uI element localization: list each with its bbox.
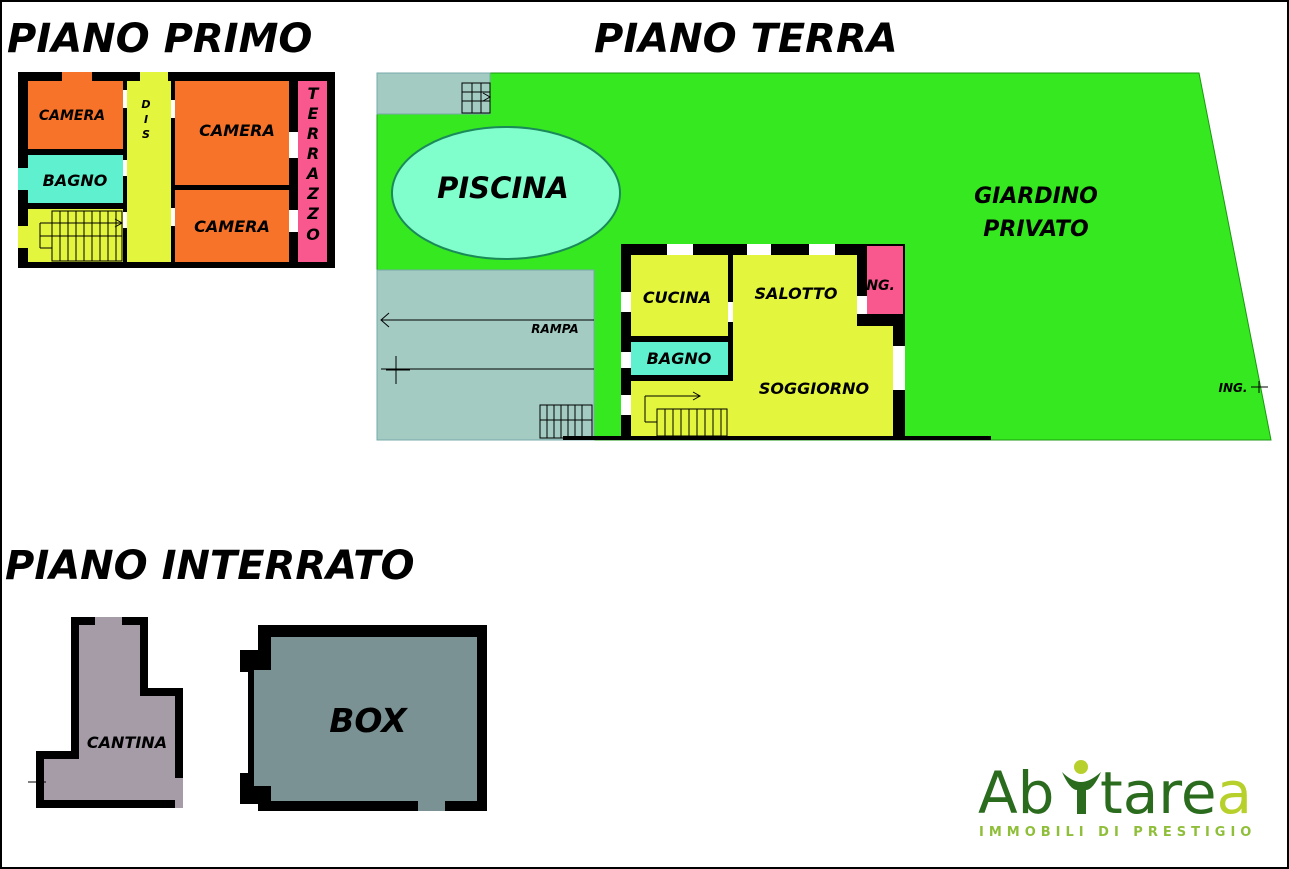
terra-rampa-stairs-icon: [539, 404, 593, 439]
svg-text:Z: Z: [306, 204, 319, 223]
interrato-cantina-window: [95, 617, 122, 625]
svg-text:A: A: [305, 164, 319, 183]
terra-small-stairs-icon: [461, 82, 492, 114]
svg-text:Z: Z: [306, 184, 319, 203]
terra-ing-inner: [867, 246, 903, 314]
terra-ing-outer-label: ING.: [1219, 381, 1248, 395]
terra-window: [747, 244, 771, 255]
interrato-cantina-label: CANTINA: [87, 733, 167, 752]
terra-door: [857, 296, 867, 314]
logo-tagline: IMMOBILI DI PRESTIGIO: [979, 825, 1256, 840]
interrato-box-opening: [418, 801, 445, 811]
terra-cucina: [631, 255, 728, 336]
interrato-box: [254, 637, 477, 801]
svg-text:T: T: [308, 84, 320, 103]
primo-window: [18, 168, 28, 190]
primo-window: [18, 226, 28, 248]
terra-boundary-line: [563, 436, 991, 440]
terra-soggiorno-label: SOGGIORNO: [759, 379, 870, 398]
logo-wordmark-right: tarea: [1100, 759, 1252, 827]
primo-terrazzo: [298, 81, 327, 262]
terra-gate-icon: [1251, 381, 1268, 393]
primo-door: [289, 210, 298, 232]
title-piano-primo: PIANO PRIMO: [7, 16, 312, 62]
primo-window: [140, 72, 168, 81]
primo-window: [62, 72, 92, 81]
interrato-cantina-door-icon: [28, 775, 46, 790]
primo-door: [123, 160, 127, 176]
title-piano-terra: PIANO TERRA: [594, 16, 898, 62]
primo-stairs-icon: [39, 210, 124, 262]
interrato-cantina-opening: [175, 778, 183, 808]
svg-text:R: R: [307, 144, 319, 163]
svg-text:O: O: [306, 225, 320, 244]
primo-camera-3-label: CAMERA: [194, 217, 270, 236]
terra-window: [621, 292, 631, 312]
primo-door: [123, 212, 127, 228]
terra-rampa-label: RAMPA: [531, 322, 578, 336]
primo-camera-2-label: CAMERA: [199, 121, 275, 140]
primo-dis-label-d: D: [141, 98, 150, 111]
terra-bagno: [631, 342, 728, 375]
primo-dis: [127, 81, 171, 262]
primo-camera-1: [28, 81, 123, 149]
terra-rampa-arrow-icon: [380, 312, 594, 384]
piano-terra-plan: RAMPA PISCINA GIARDINO PRIVATO: [376, 72, 1272, 441]
terra-rampa-area: [376, 269, 595, 441]
terra-cucina-label: CUCINA: [643, 288, 711, 307]
piano-interrato-plan: CANTINA BOX: [28, 617, 487, 811]
abitarea-logo: Ab tarea IMMOBILI DI PRESTIGIO: [978, 759, 1256, 840]
logo-figure-icon: [1062, 760, 1101, 814]
primo-camera-2: [175, 81, 289, 185]
primo-camera-3: [175, 190, 289, 262]
terra-piscina: [391, 126, 621, 260]
interrato-cantina: [44, 625, 175, 800]
piano-primo-plan: CAMERA BAGNO D I S CAMERA CAMERA T E R R…: [18, 72, 335, 268]
primo-camera-1-label: CAMERA: [39, 108, 105, 124]
primo-bagno: [28, 155, 123, 203]
primo-dis-label-i: I: [144, 113, 148, 126]
terra-entrance-strip: [376, 72, 491, 115]
terra-door: [728, 302, 733, 322]
title-piano-interrato: PIANO INTERRATO: [5, 543, 415, 589]
svg-text:E: E: [308, 104, 319, 123]
terra-window: [667, 244, 693, 255]
terra-giardino-label: GIARDINO: [974, 184, 1098, 209]
terra-salotto-label: SALOTTO: [755, 284, 838, 303]
terra-bagno-label: BAGNO: [647, 349, 712, 368]
logo-wordmark-left: Ab: [978, 759, 1055, 827]
terra-soggiorno-fill: [733, 255, 857, 436]
terra-window: [621, 395, 631, 415]
interrato-box-label: BOX: [329, 701, 408, 740]
primo-door: [171, 208, 175, 226]
terra-piscina-label: PISCINA: [437, 171, 569, 205]
terra-window: [621, 352, 631, 368]
primo-terrazzo-label: T E R R A Z Z O: [305, 84, 320, 244]
primo-bagno-label: BAGNO: [43, 171, 108, 190]
terra-window: [893, 346, 905, 390]
terra-stairs-icon: [644, 391, 728, 437]
primo-door: [123, 90, 127, 108]
terra-window: [809, 244, 835, 255]
terra-ing-inner-label: ING.: [861, 278, 895, 294]
svg-text:R: R: [307, 124, 319, 143]
terra-giardino-label-2: PRIVATO: [983, 217, 1088, 242]
primo-dis-label-s: S: [142, 128, 150, 141]
primo-door: [171, 100, 175, 118]
primo-door: [289, 132, 298, 158]
